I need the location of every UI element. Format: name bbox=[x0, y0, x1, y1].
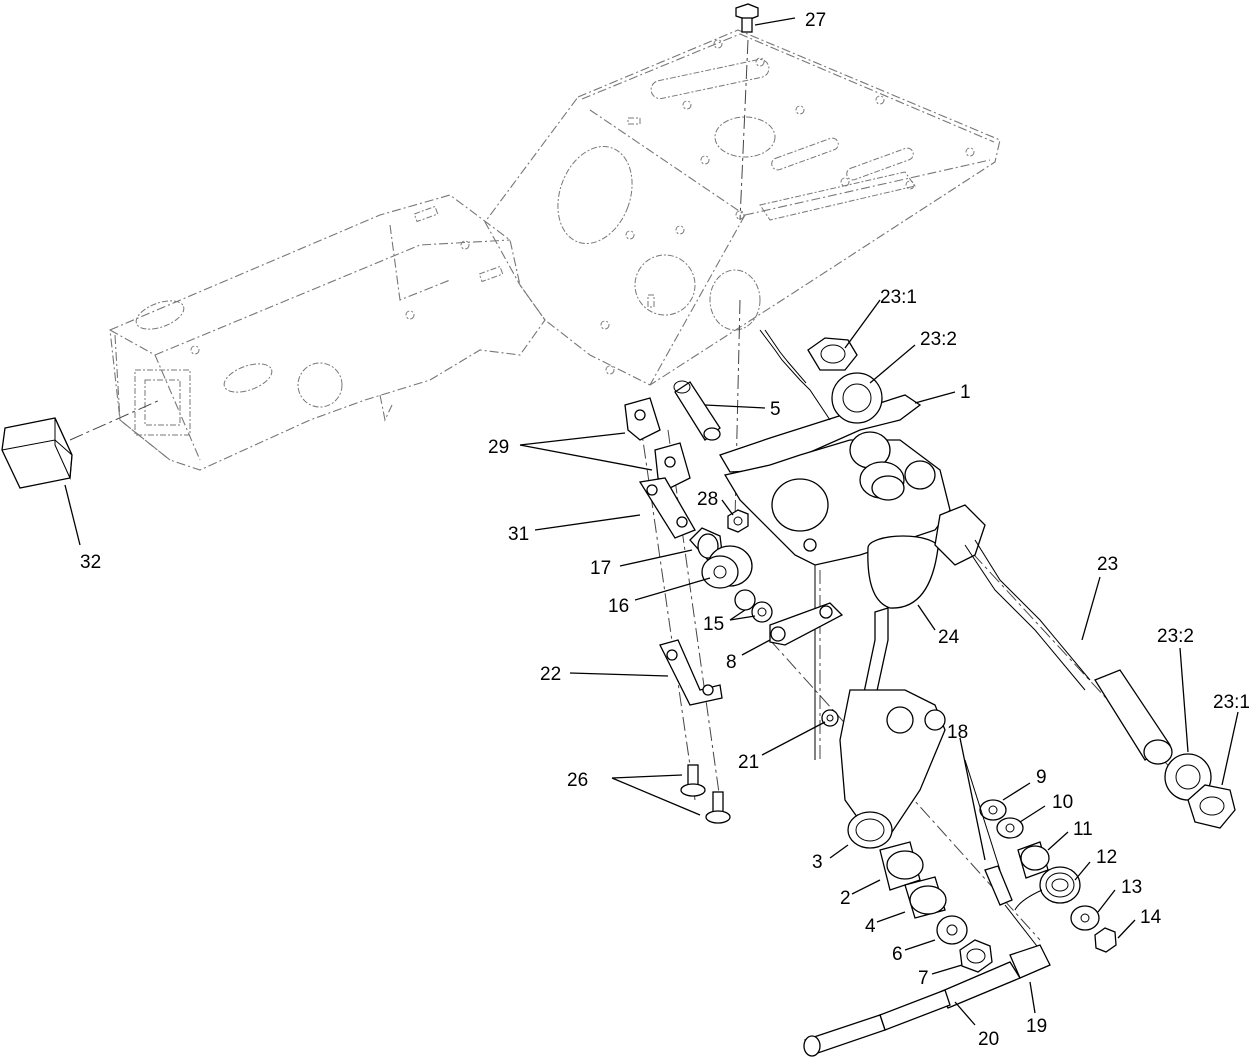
assembly-centerlines bbox=[69, 39, 1201, 941]
rod-18-part bbox=[964, 759, 1041, 951]
plate-31-part bbox=[638, 477, 696, 539]
callout-22: 22 bbox=[540, 664, 561, 685]
callout-9: 9 bbox=[1036, 767, 1047, 788]
washer-13-part bbox=[1070, 905, 1100, 931]
callout-21: 21 bbox=[738, 752, 759, 773]
callout-23: 23 bbox=[1097, 554, 1118, 575]
spacer-11-part bbox=[1017, 841, 1050, 879]
callout-23-1-top: 23:1 bbox=[880, 287, 917, 308]
callout-19: 19 bbox=[1026, 1016, 1047, 1037]
washer-10-part bbox=[996, 817, 1024, 839]
phantom-frame bbox=[109, 29, 1001, 471]
callout-14: 14 bbox=[1140, 907, 1162, 928]
callout-23-1-right: 23:1 bbox=[1213, 692, 1250, 713]
callout-6: 6 bbox=[892, 944, 903, 965]
pin-5-part bbox=[673, 380, 721, 441]
callout-labels: 27 23:1 23:2 1 5 29 28 31 17 16 15 8 24 … bbox=[80, 10, 1250, 1050]
callout-5: 5 bbox=[770, 399, 781, 420]
nut-14-part bbox=[1094, 927, 1117, 953]
nut-21-part bbox=[821, 709, 839, 727]
callout-29: 29 bbox=[488, 437, 509, 458]
callout-16: 16 bbox=[608, 596, 629, 617]
callout-20: 20 bbox=[978, 1029, 999, 1050]
cable-19-20-part bbox=[803, 944, 1051, 1057]
callout-2: 2 bbox=[840, 888, 851, 909]
callout-23-2-right: 23:2 bbox=[1157, 626, 1194, 647]
roller-16-part bbox=[701, 545, 753, 589]
washer-6-part bbox=[936, 915, 968, 945]
knob-24-part bbox=[861, 535, 939, 703]
lever-arm-3-part bbox=[839, 689, 946, 849]
leader-lines bbox=[64, 17, 1239, 1026]
plug-32-part bbox=[1, 417, 73, 489]
link-8-part bbox=[769, 602, 844, 646]
callout-7: 7 bbox=[918, 968, 929, 989]
callout-11: 11 bbox=[1073, 819, 1093, 840]
bushing-4-part bbox=[904, 876, 947, 919]
spring-12-part bbox=[1014, 866, 1081, 911]
control-parts bbox=[1, 3, 1236, 1057]
callout-32: 32 bbox=[80, 552, 101, 573]
callout-18: 18 bbox=[947, 722, 968, 743]
washer-23-2-right-part bbox=[1164, 753, 1212, 801]
bolt-27-part bbox=[735, 3, 759, 33]
callout-31: 31 bbox=[508, 524, 529, 545]
nut-23-1-right-part bbox=[1187, 784, 1236, 829]
washer-23-2-top-part bbox=[831, 372, 883, 424]
callout-27: 27 bbox=[805, 10, 826, 31]
bushing-2-part bbox=[879, 841, 924, 891]
screws-26-part bbox=[680, 764, 731, 824]
clip-29-part bbox=[624, 397, 691, 489]
callout-26: 26 bbox=[567, 770, 588, 791]
callout-4: 4 bbox=[865, 916, 876, 937]
callout-3: 3 bbox=[812, 852, 823, 873]
callout-28: 28 bbox=[697, 489, 718, 510]
nut-7-part bbox=[959, 939, 993, 973]
callout-17: 17 bbox=[590, 558, 611, 579]
callout-10: 10 bbox=[1052, 792, 1073, 813]
callout-24: 24 bbox=[938, 627, 960, 648]
callout-8: 8 bbox=[726, 652, 737, 673]
callout-23-2-top: 23:2 bbox=[920, 329, 957, 350]
callout-12: 12 bbox=[1096, 847, 1117, 868]
callout-13: 13 bbox=[1121, 877, 1142, 898]
clip-22-part bbox=[659, 639, 723, 706]
callout-15: 15 bbox=[703, 614, 724, 635]
nut-28-part bbox=[727, 509, 749, 533]
callout-1: 1 bbox=[960, 382, 971, 403]
washer-9-part bbox=[979, 799, 1007, 821]
nut-23-1-top-part bbox=[807, 337, 858, 371]
washers-15-part bbox=[734, 589, 773, 623]
switch-23-part bbox=[934, 504, 1173, 765]
